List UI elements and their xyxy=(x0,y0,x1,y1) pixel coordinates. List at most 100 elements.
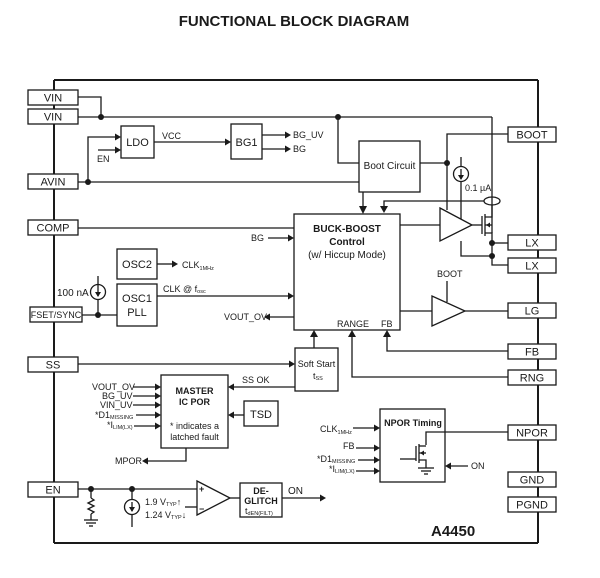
buck-boost-subtitle: Control xyxy=(329,237,365,248)
pin-pgnd-label: PGND xyxy=(516,500,548,512)
bg-label: BG xyxy=(293,144,306,154)
master-ic-por-block: MASTER IC POR * indicates a latched faul… xyxy=(160,374,229,449)
clk-1mhz-text: CLK xyxy=(182,260,200,270)
tsd-label: TSD xyxy=(250,409,272,421)
bg-uv-label: BG_UV xyxy=(293,130,324,140)
npor-in-clk-text: CLK xyxy=(320,424,338,434)
por-inputs: VOUT_OV BG_UV VIN_UV *D1MISSING *ILIM(LX… xyxy=(92,382,161,431)
en-comparator: + − xyxy=(196,479,240,517)
pin-lx-2: LX xyxy=(507,257,557,274)
pin-rng: RNG xyxy=(507,369,557,386)
pin-avin: AVIN xyxy=(27,173,79,190)
por-in-d1-sub: MISSING xyxy=(110,415,133,421)
on-output: ON xyxy=(282,486,326,502)
deglitch-time: tdEN(FILT) xyxy=(245,506,273,517)
deglitch-sub: dEN(FILT) xyxy=(248,511,273,517)
comparator-minus: − xyxy=(199,504,204,514)
por-in-ilim-text: *I xyxy=(107,420,113,430)
ss-ok-net: SS OK xyxy=(228,375,295,391)
pin-npor-label: NPOR xyxy=(516,428,548,440)
fb-input-label: FB xyxy=(381,319,393,329)
soft-start-tss: tSS xyxy=(313,371,323,382)
en-thresholds: 1.9 VTYP↑ 1.24 VTYP↓ xyxy=(145,497,197,521)
npor-in-d1-missing: *D1MISSING xyxy=(317,454,355,465)
buck-boost-mode: (w/ Hiccup Mode) xyxy=(308,250,386,261)
current-sense-loop xyxy=(380,196,501,213)
rng-net xyxy=(348,330,508,378)
pin-gnd: GND xyxy=(507,471,557,488)
vout-ov-output: VOUT_OV xyxy=(224,312,294,322)
npor-in-clk-sub: 1MHz xyxy=(338,430,353,436)
vout-ov-label: VOUT_OV xyxy=(224,312,267,322)
pin-comp: COMP xyxy=(27,219,79,236)
clk-fosc-output: CLK @ fosc xyxy=(157,284,294,300)
por-in-d1-text: *D1 xyxy=(95,410,110,420)
ldo-block: LDO xyxy=(120,125,155,159)
pin-rng-label: RNG xyxy=(520,373,544,385)
npor-inputs: CLK1MHz FB *D1MISSING *ILIM(LX) xyxy=(317,424,380,475)
clk-1mhz-label: CLK1MHz xyxy=(182,260,214,272)
pin-ss: SS xyxy=(27,356,79,373)
npor-in-ilim-text: *I xyxy=(329,464,335,474)
on-input-label: ON xyxy=(471,461,485,471)
on-output-label: ON xyxy=(288,486,303,497)
soft-start-label: Soft Start xyxy=(298,359,336,369)
pin-fset-sync-label: FSET/SYNC xyxy=(31,310,82,320)
pin-ss-label: SS xyxy=(46,360,61,372)
pin-lg-label: LG xyxy=(525,306,540,318)
master-por-note-2: latched fault xyxy=(170,432,219,442)
high-side-driver xyxy=(400,206,492,257)
pin-npor: NPOR xyxy=(507,424,557,441)
pin-vin-1-label: VIN xyxy=(44,93,62,105)
master-por-note-1: * indicates a xyxy=(170,421,219,431)
bg1-block: BG1 xyxy=(230,123,263,160)
en-current-source xyxy=(123,489,141,527)
pin-vin-1: VIN xyxy=(27,89,79,106)
current-100na-label: 100 nA xyxy=(57,288,89,299)
boot-circuit-label: Boot Circuit xyxy=(364,161,416,172)
current-01ua-label: 0.1 µA xyxy=(465,183,491,193)
boot-circuit-block: Boot Circuit xyxy=(358,140,421,193)
ldo-en-input: EN xyxy=(97,146,121,164)
deglitch-title-2: GLITCH xyxy=(244,496,278,506)
pin-fset-sync: FSET/SYNC xyxy=(29,306,83,323)
por-in-ilim-sub: LIM(LX) xyxy=(113,425,133,431)
en-rise-sub: TYP xyxy=(166,502,177,508)
soft-start-block: Soft Start tSS xyxy=(294,330,339,392)
low-side-driver: BOOT xyxy=(400,269,508,328)
osc2-block: OSC2 xyxy=(116,248,158,280)
en-rise-arrow: ↑ xyxy=(177,497,182,507)
mpor-label: MPOR xyxy=(115,456,143,466)
current-source-01ua: 0.1 µA xyxy=(452,157,491,222)
buck-boost-control-block: BUCK-BOOST Control (w/ Hiccup Mode) RANG… xyxy=(293,213,401,331)
en-fall-arrow: ↓ xyxy=(182,510,187,520)
ss-ok-label: SS OK xyxy=(242,375,270,385)
range-input-label: RANGE xyxy=(337,319,369,329)
pin-lx-2-label: LX xyxy=(525,261,539,273)
bg1-label: BG1 xyxy=(235,137,257,149)
bg-input: BG xyxy=(251,233,294,243)
master-por-title: MASTER xyxy=(176,386,215,396)
por-in-vin-uv: VIN_UV xyxy=(100,400,133,410)
en-fall-sub: TYP xyxy=(171,515,182,521)
npor-in-d1-text: *D1 xyxy=(317,454,332,464)
pulldown-resistor xyxy=(84,489,98,527)
vin-net xyxy=(78,96,493,233)
npor-in-fb: FB xyxy=(343,441,355,451)
soft-start-t: t xyxy=(313,371,316,381)
osc1-pll-block: OSC1 PLL xyxy=(116,283,158,327)
pin-avin-label: AVIN xyxy=(41,177,66,189)
npor-timing-label: NPOR Timing xyxy=(384,418,442,428)
high-side-mosfet xyxy=(481,205,508,266)
npor-in-ilim-sub: LIM(LX) xyxy=(335,469,355,475)
deglitch-block: DE- GLITCH tdEN(FILT) xyxy=(239,482,283,518)
boot-net xyxy=(420,133,508,210)
on-input: ON xyxy=(445,461,485,471)
osc2-label: OSC2 xyxy=(122,259,152,271)
por-in-d1-missing: *D1MISSING xyxy=(95,410,133,421)
comparator-plus: + xyxy=(199,484,204,494)
por-in-ilim: *ILIM(LX) xyxy=(107,420,133,431)
pin-vin-2: VIN xyxy=(27,108,79,125)
pll-label: PLL xyxy=(127,307,147,319)
